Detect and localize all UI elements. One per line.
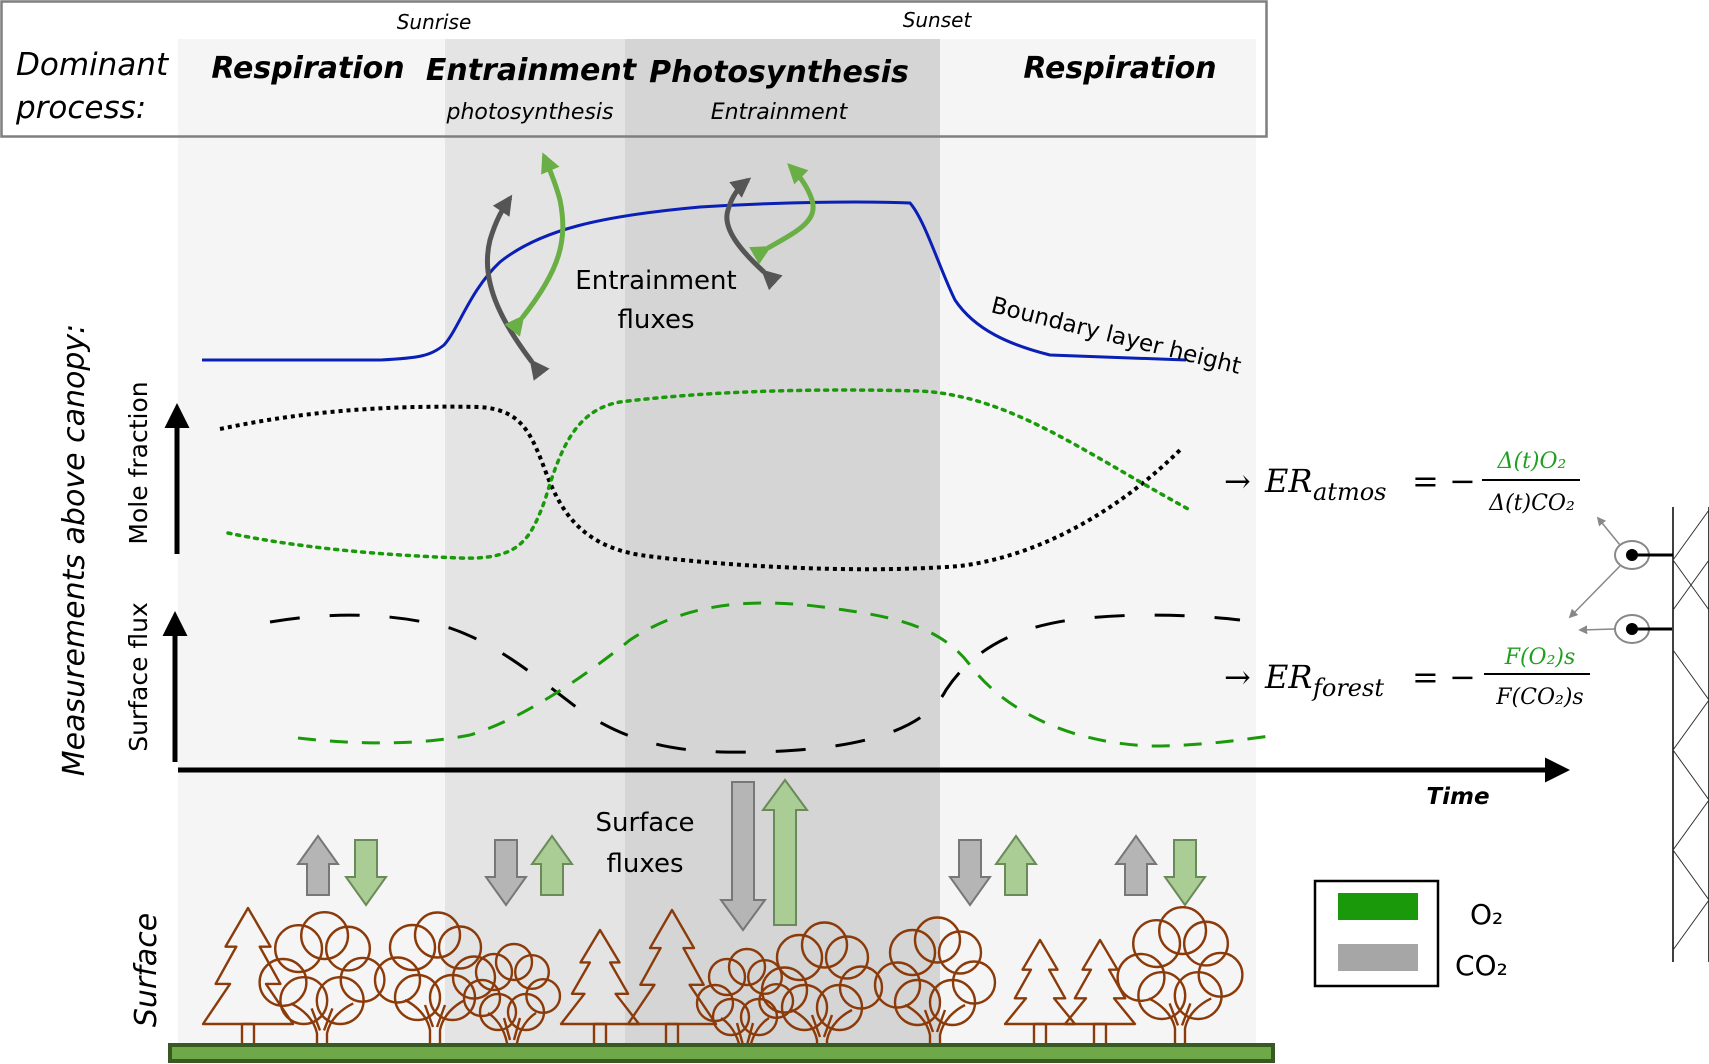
entrainment-fluxes-label-1: Entrainment xyxy=(575,266,736,296)
entrainment-arrow-green-2 xyxy=(749,163,816,265)
phase-title-entrainment: Entrainment xyxy=(426,53,638,88)
co2-surface-flux-curve xyxy=(269,613,1241,754)
broadleaf-tree xyxy=(695,947,795,1050)
co2-flux-arrow-down xyxy=(719,781,767,932)
equation-forest-lhs: ER xyxy=(1264,658,1312,696)
broadleaf-tree xyxy=(258,910,386,1046)
equation-atmos-lhs: ER xyxy=(1264,462,1312,500)
legend-label-co2: CO₂ xyxy=(1455,949,1508,982)
sensor-pointer-forest-2 xyxy=(1578,625,1616,635)
equation-er-forest: → ER forest = − F(O₂)s F(CO₂)s xyxy=(1224,645,1590,710)
time-label: Time xyxy=(1426,784,1489,810)
equation-er-atmos: → ER atmos = − Δ(t)O₂ Δ(t)CO₂ xyxy=(1224,449,1580,516)
ground-bar xyxy=(168,1043,1275,1063)
measurements-axis-label: Measurements above canopy: xyxy=(57,324,92,776)
broadleaf-tree xyxy=(462,942,562,1046)
dominant-label-line1: Dominant xyxy=(16,47,170,83)
broadleaf-tree xyxy=(1116,905,1244,1046)
co2-flux-arrow-up xyxy=(1114,834,1158,896)
equation-atmos-sub: atmos xyxy=(1313,478,1386,506)
o2-surface-flux-curve xyxy=(297,601,1271,748)
sunrise-label: Sunrise xyxy=(397,10,472,34)
surface-flux-arrows xyxy=(296,778,1207,932)
sensor-pointer-atmos xyxy=(1596,516,1621,546)
o2-flux-arrow-up xyxy=(994,834,1038,896)
o2-flux-arrow-up xyxy=(530,834,574,896)
equation-forest-numerator: F(O₂)s xyxy=(1504,645,1576,670)
equation-atmos-eq: = − xyxy=(1412,462,1476,500)
dominant-process-box xyxy=(0,0,1268,138)
phase-title-respiration-1: Respiration xyxy=(211,51,404,86)
measurement-tower xyxy=(1568,507,1709,962)
broadleaf-tree xyxy=(373,911,497,1046)
sunset-label: Sunset xyxy=(903,8,973,32)
entrainment-fluxes-label-2: fluxes xyxy=(618,305,695,335)
surface-label: Surface xyxy=(129,913,164,1027)
legend-swatch-o2 xyxy=(1338,893,1418,920)
co2-flux-arrow-up xyxy=(296,834,340,896)
phase-title-photosynthesis: Photosynthesis xyxy=(649,55,909,90)
equation-forest-arrow: → xyxy=(1224,658,1251,696)
legend-swatch-co2 xyxy=(1338,944,1418,971)
surface-flux-label: Surface flux xyxy=(124,602,153,752)
legend: O₂ CO₂ xyxy=(1313,879,1508,988)
broadleaf-tree xyxy=(873,916,997,1046)
equation-forest-eq: = − xyxy=(1412,658,1476,696)
surface-fluxes-label-1: Surface xyxy=(595,808,694,838)
o2-mole-fraction-curve xyxy=(226,388,1192,560)
surface-fluxes-label-2: fluxes xyxy=(607,849,684,879)
o2-flux-arrow-up xyxy=(761,778,809,926)
legend-label-o2: O₂ xyxy=(1470,898,1503,931)
phase-sub-entrainment: Entrainment xyxy=(711,100,849,125)
equation-forest-denominator: F(CO₂)s xyxy=(1495,685,1583,710)
phase-sub-photosynthesis: photosynthesis xyxy=(445,100,613,125)
o2-flux-arrow-down xyxy=(344,839,388,907)
dominant-label-line2: process: xyxy=(15,90,146,126)
mole-fraction-label: Mole fraction xyxy=(124,381,153,544)
equation-atmos-arrow: → xyxy=(1224,462,1251,500)
entrainment-arrow-gray-2 xyxy=(724,177,783,291)
entrainment-arrows xyxy=(484,152,816,381)
boundary-layer-line xyxy=(202,200,1187,362)
sensor-pointer-forest-1 xyxy=(1568,565,1621,619)
band-respiration-evening xyxy=(940,39,1256,1047)
equation-atmos-numerator: Δ(t)O₂ xyxy=(1497,449,1567,474)
equation-forest-sub: forest xyxy=(1311,674,1384,702)
o2-flux-arrow-down xyxy=(1163,839,1207,907)
entrainment-arrow-green-1 xyxy=(504,152,566,337)
broadleaf-tree xyxy=(760,921,884,1046)
equation-atmos-denominator: Δ(t)CO₂ xyxy=(1488,491,1575,516)
co2-flux-arrow-down xyxy=(484,839,528,907)
phase-title-respiration-2: Respiration xyxy=(1023,51,1216,86)
phase-bands xyxy=(178,39,1256,1047)
co2-flux-arrow-down xyxy=(948,839,992,907)
